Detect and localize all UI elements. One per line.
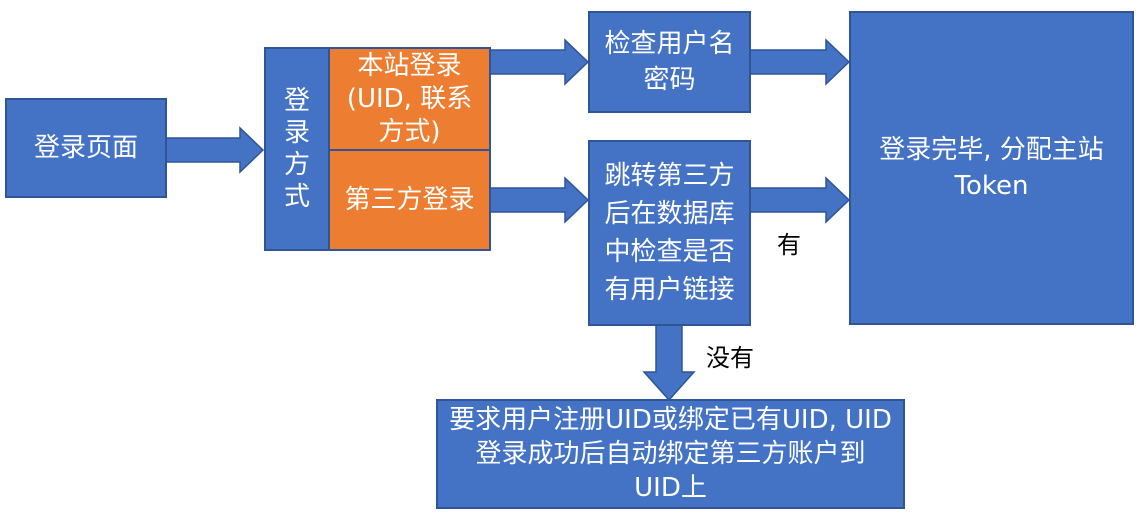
node-login-done: 登录完毕, 分配主站 Token — [849, 11, 1134, 325]
arrow-check-to-done — [749, 38, 851, 86]
node-redirect-check-label: 跳转第三方 后在数据库 中检查是否 有用户链接 — [604, 161, 735, 305]
edge-label-yes: 有 — [777, 231, 801, 259]
node-third-party-login: 第三方登录 — [328, 149, 491, 251]
node-login-page-label: 登录页面 — [33, 133, 138, 163]
node-check-credentials-label: 检查用户名 密码 — [604, 29, 735, 95]
node-site-login-label: 本站登录 (UID, 联系 方式) — [346, 50, 473, 147]
node-register-bind: 要求用户注册UID或绑定已有UID, UID 登录成功后自动绑定第三方账户到 U… — [436, 399, 905, 509]
node-login-method: 登 录 方 式 — [264, 47, 330, 251]
arrow-redirect-to-done — [749, 176, 851, 224]
node-login-done-label: 登录完毕, 分配主站 Token — [879, 135, 1104, 201]
node-redirect-check: 跳转第三方 后在数据库 中检查是否 有用户链接 — [588, 140, 751, 326]
node-login-page: 登录页面 — [5, 98, 167, 198]
node-third-party-login-label: 第三方登录 — [344, 185, 475, 215]
arrow-third-party-to-redirect — [489, 176, 590, 224]
arrow-site-login-to-check — [489, 38, 590, 86]
node-site-login: 本站登录 (UID, 联系 方式) — [328, 47, 491, 151]
node-login-method-label: 登 录 方 式 — [283, 86, 310, 212]
node-register-bind-label: 要求用户注册UID或绑定已有UID, UID 登录成功后自动绑定第三方账户到 U… — [449, 405, 892, 503]
node-check-credentials: 检查用户名 密码 — [588, 11, 751, 113]
arrow-redirect-to-register — [642, 324, 696, 402]
edge-label-no: 没有 — [706, 344, 754, 372]
arrow-login-page-to-method — [165, 126, 265, 174]
